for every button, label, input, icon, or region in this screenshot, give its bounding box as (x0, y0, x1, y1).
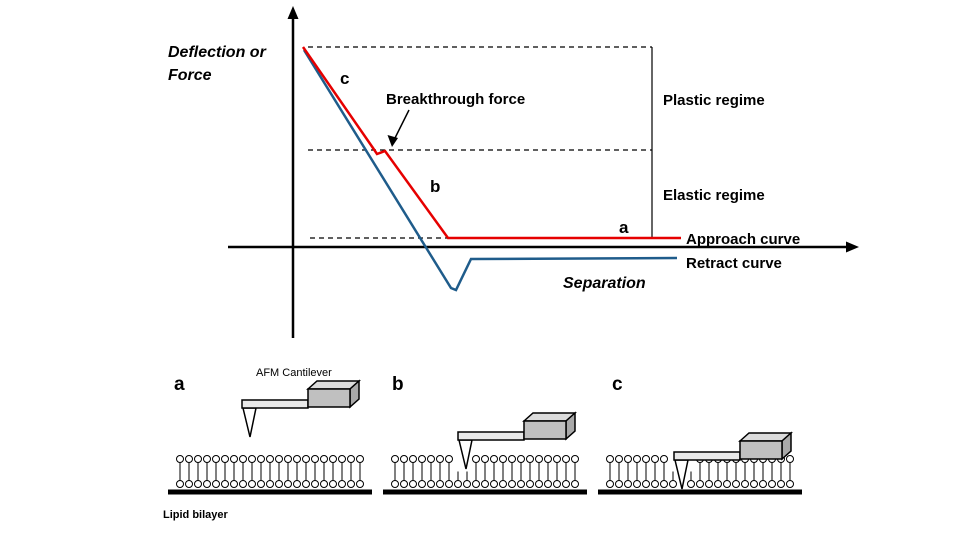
cantilever-chip-front (307, 388, 351, 408)
lipid-bilayer-label: Lipid bilayer (163, 509, 229, 521)
cantilever-beam (457, 431, 525, 441)
cantilever-beam (673, 451, 741, 461)
retract-curve-label: Retract curve (686, 255, 782, 272)
panel-c-label: c (612, 374, 623, 395)
panel-a-label: a (174, 374, 185, 395)
curve-point-a: a (619, 218, 629, 237)
y-axis-label-line1: Deflection or (168, 44, 267, 61)
cantilever-tip (674, 459, 689, 490)
panel-b (383, 411, 587, 495)
lipid-bilayer (176, 455, 364, 488)
plastic-regime-label: Plastic regime (663, 92, 765, 109)
cantilever-tip (242, 407, 257, 438)
cantilever-tip (458, 439, 473, 470)
panel-c (598, 431, 802, 495)
cantilever-chip-front (523, 420, 567, 440)
panel-b-label: b (392, 374, 404, 395)
breakthrough-arrow-icon (387, 135, 398, 147)
afm-cantilever-label: AFM Cantilever (256, 367, 332, 379)
approach-curve-label: Approach curve (686, 231, 800, 248)
approach-curve (301, 46, 681, 240)
afm-cantilever (673, 431, 793, 490)
curve-point-c: c (340, 69, 349, 88)
bilayer-panels (168, 379, 802, 495)
x-axis-arrow-icon (846, 241, 859, 253)
breakthrough-label: Breakthrough force (386, 91, 525, 108)
retract-curve (302, 49, 678, 292)
y-axis-arrow-icon (287, 6, 299, 19)
afm-cantilever (457, 411, 577, 470)
y-axis-label-line2: Force (168, 67, 212, 84)
force-curve-chart: Deflection or Force Separation c b a Bre… (168, 6, 859, 338)
cantilever-chip-front (739, 440, 783, 460)
lipid-bilayer (391, 455, 579, 488)
x-axis-label: Separation (563, 275, 646, 292)
curve-point-b: b (430, 177, 440, 196)
breakthrough-arrow-line (394, 109, 410, 139)
elastic-regime-label: Elastic regime (663, 187, 765, 204)
afm-cantilever (241, 379, 361, 438)
cantilever-beam (241, 399, 309, 409)
panel-a (168, 379, 372, 495)
